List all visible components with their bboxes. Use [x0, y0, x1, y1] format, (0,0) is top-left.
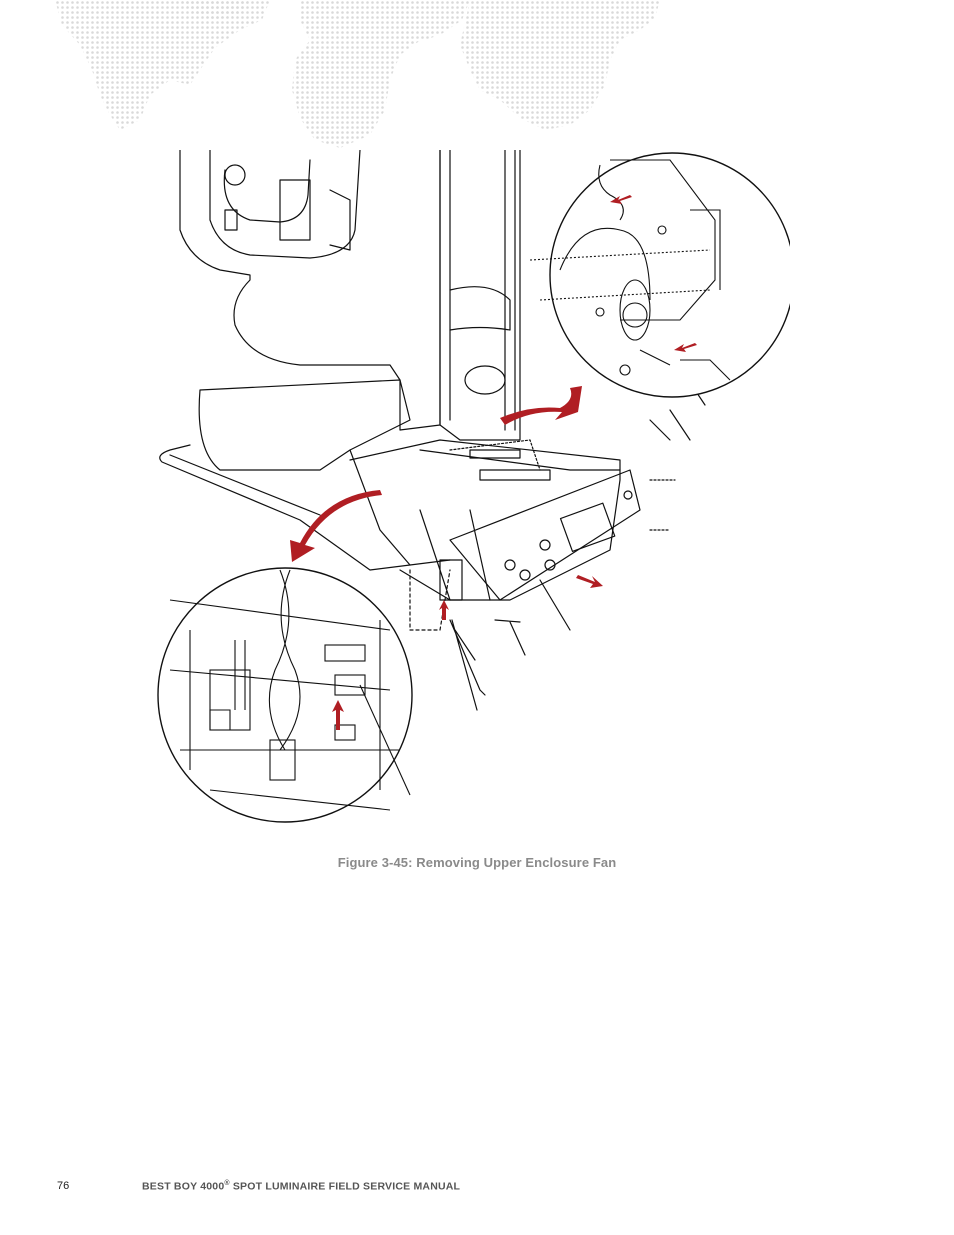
fixture-yoke — [179, 150, 441, 431]
removal-arrow-icon — [290, 195, 697, 730]
arrow-fan-up-main — [439, 600, 449, 620]
magnifier-connector-detail — [157, 567, 413, 823]
fixture-base — [198, 379, 411, 471]
map-continent-americas — [55, 0, 270, 130]
page-number: 76 — [57, 1180, 70, 1192]
arrow-rotate-lower — [290, 490, 382, 562]
manual-title-prefix: BEST BOY 4000 — [142, 1180, 225, 1193]
fan-removal-figure — [157, 150, 790, 823]
registered-mark: ® — [224, 1180, 230, 1187]
arrow-panel-out — [576, 575, 603, 588]
map-island-north — [180, 0, 250, 20]
manual-title-suffix: SPOT LUMINAIRE FIELD SERVICE MANUAL — [229, 1180, 461, 1193]
arrow-rotate-upper — [500, 386, 582, 425]
figure-caption: Figure 3-45: Removing Upper Enclosure Fa… — [337, 855, 617, 870]
control-panel — [449, 469, 641, 601]
world-map-dots-icon — [55, 0, 660, 148]
arrow-fan-up-detail — [332, 700, 344, 730]
map-continent-asia — [460, 0, 660, 130]
arrow-fan-right-detail — [674, 343, 697, 352]
map-continent-europe-africa — [292, 0, 470, 148]
manual-title: BEST BOY 4000® SPOT LUMINAIRE FIELD SERV… — [142, 1180, 460, 1193]
fixture-column — [439, 150, 521, 441]
arrow-fan-left-detail — [610, 195, 632, 204]
magnifier-fan-detail — [529, 152, 790, 398]
